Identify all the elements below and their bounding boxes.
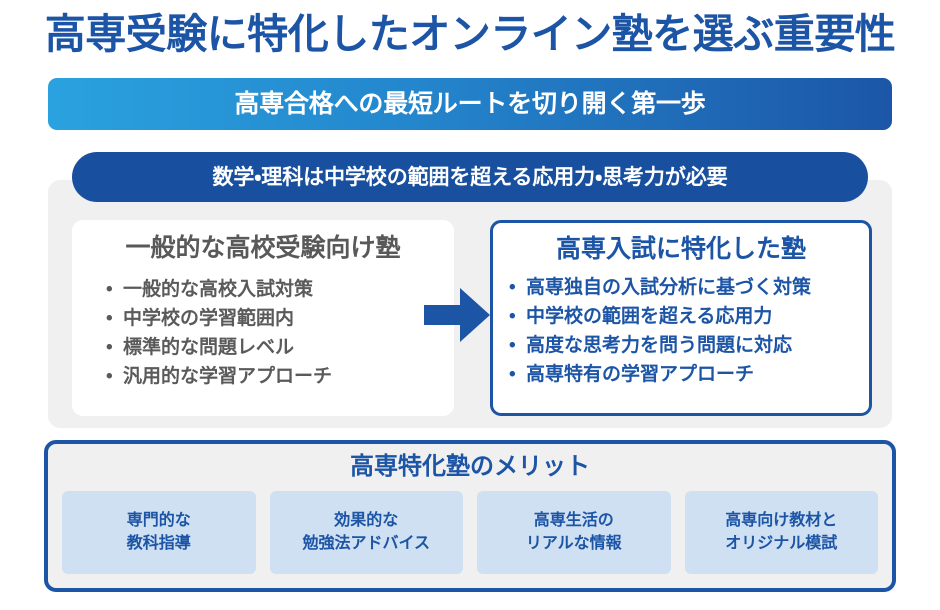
requirement-banner: 数学・理科は中学校の範囲を超える応用力・思考力が必要 [72, 152, 868, 202]
subtitle-banner-text: 高専合格への最短ルートを切り開く第一歩 [234, 89, 706, 118]
kosen-juku-card-title: 高専入試に特化した塾 [555, 235, 806, 263]
merit-chip-line-1: 高専生活の [533, 512, 614, 530]
merit-chip-line-1: 高専向け教材と [725, 512, 838, 530]
kosen-juku-card: 高専入試に特化した塾 高専独自の入試分析に基づく対策 中学校の範囲を超える応用力… [490, 220, 872, 416]
merit-chip-line-2: リアルな情報 [525, 535, 622, 553]
list-item: 高専独自の入試分析に基づく対策 [507, 273, 859, 302]
list-item: 中学校の範囲を超える応用力 [507, 302, 859, 331]
merit-chip-materials-mock-exams: 高専向け教材と オリジナル模試 [684, 490, 878, 574]
merit-chip-line-1: 効果的な [334, 512, 399, 530]
kosen-juku-bullet-list: 高専独自の入試分析に基づく対策 中学校の範囲を超える応用力 高度な思考力を問う問… [503, 273, 859, 389]
general-juku-card: 一般的な高校受験向け塾 一般的な高校入試対策 中学校の学習範囲内 標準的な問題レ… [72, 220, 454, 416]
requirement-banner-text: 数学・理科は中学校の範囲を超える応用力・思考力が必要 [212, 165, 728, 189]
merits-section: 高専特化塾のメリット 専門的な 教科指導 効果的な 勉強法アドバイス 高専生活の… [44, 440, 896, 592]
merits-section-title: 高専特化塾のメリット [350, 453, 590, 480]
merit-chip-specialized-instruction: 専門的な 教科指導 [62, 490, 256, 574]
merit-chip-campus-life-info: 高専生活の リアルな情報 [477, 490, 671, 574]
subtitle-banner: 高専合格への最短ルートを切り開く第一歩 [48, 78, 892, 130]
merit-chip-line-2: オリジナル模試 [725, 535, 838, 553]
merit-chip-line-1: 専門的な [126, 512, 191, 530]
list-item: 高度な思考力を問う問題に対応 [507, 331, 859, 360]
merit-chip-study-advice: 効果的な 勉強法アドバイス [269, 490, 463, 574]
general-juku-bullet-list: 一般的な高校入試対策 中学校の学習範囲内 標準的な問題レベル 汎用的な学習アプロ… [88, 275, 438, 391]
list-item: 標準的な問題レベル [104, 333, 438, 362]
right-arrow-icon [424, 288, 490, 342]
merit-chip-line-2: 勉強法アドバイス [302, 535, 431, 553]
page-title: 高専受験に特化したオンライン塾を選ぶ重要性 [44, 11, 896, 57]
general-juku-card-title: 一般的な高校受験向け塾 [125, 234, 401, 262]
list-item: 高専特有の学習アプローチ [507, 360, 859, 389]
merit-chip-line-2: 教科指導 [126, 535, 191, 553]
list-item: 汎用的な学習アプローチ [104, 362, 438, 391]
list-item: 一般的な高校入試対策 [104, 275, 438, 304]
merits-chip-row: 専門的な 教科指導 効果的な 勉強法アドバイス 高専生活の リアルな情報 高専向… [62, 490, 878, 574]
list-item: 中学校の学習範囲内 [104, 304, 438, 333]
